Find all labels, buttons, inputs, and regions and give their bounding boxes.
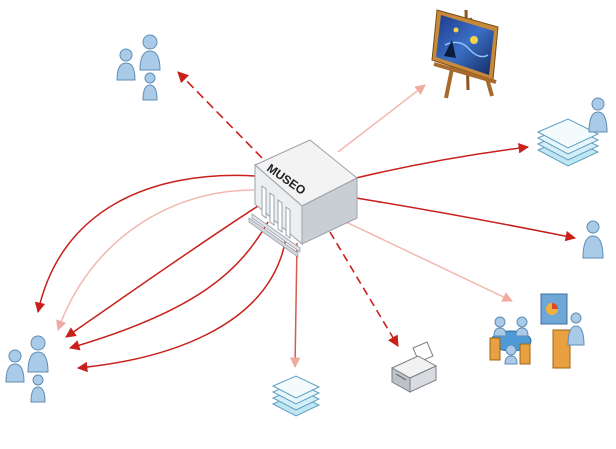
painting-easel-icon bbox=[431, 9, 499, 99]
printer-icon bbox=[390, 341, 438, 393]
arrow-curve-1-to-visitors bbox=[34, 174, 257, 314]
arrow-to-single-person bbox=[355, 197, 577, 242]
arrow-curve-3-to-visitors bbox=[65, 205, 259, 338]
visitors-group-icon bbox=[116, 34, 161, 101]
visitors-group-icon-bottom bbox=[5, 335, 49, 403]
arrow-to-paper-stack bbox=[289, 242, 301, 369]
arrow-to-documents bbox=[355, 142, 530, 179]
meeting-presentation-icon bbox=[489, 293, 585, 369]
arrow-curve-5-to-visitors bbox=[76, 237, 287, 373]
paper-stack-icon bbox=[271, 375, 321, 417]
arrow-to-meeting bbox=[345, 221, 513, 302]
arrow-curve-4-to-visitors bbox=[68, 221, 269, 351]
arrow-curve-2-to-visitors bbox=[56, 189, 255, 331]
arrow-to-painting bbox=[337, 84, 426, 153]
arrow-to-printer bbox=[329, 231, 399, 347]
arrow-to-visitors-top bbox=[177, 71, 263, 159]
museum-building-icon: MUSEO bbox=[248, 139, 358, 258]
documents-person-icon bbox=[536, 97, 608, 167]
single-person-icon bbox=[582, 220, 604, 259]
connection-arrows bbox=[34, 71, 577, 373]
